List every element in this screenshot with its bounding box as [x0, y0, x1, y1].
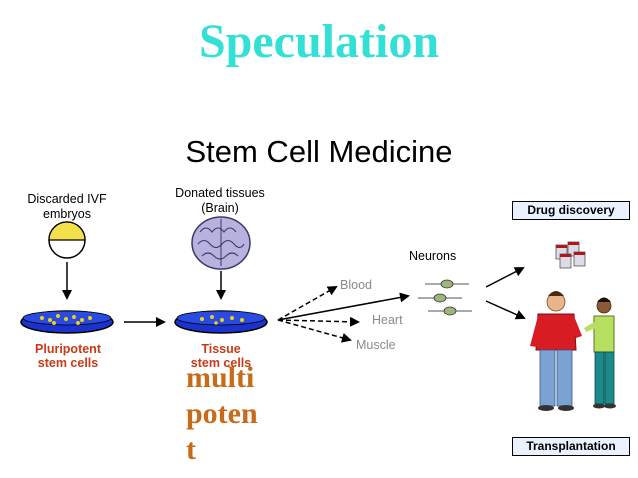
petri-dish-tissue [174, 310, 268, 334]
doctor-figure [584, 297, 616, 409]
arrow-to-neurons [277, 292, 410, 321]
pluripotent-label-line2: stem cells [37, 356, 99, 370]
annotation-line3: t [186, 433, 196, 466]
tissue-stem-cells-label: Tissue stem cells [170, 342, 272, 370]
figure-title: Stem Cell Medicine [185, 134, 453, 169]
arrow-to-transplantation [485, 300, 526, 320]
arrow-to-drug-discovery [485, 267, 525, 288]
drug-vials-icon [555, 241, 586, 269]
petri-dish-pluripotent [20, 310, 114, 334]
neurons-icon [418, 279, 472, 316]
arrow-to-blood [277, 286, 338, 321]
patient-figure [530, 291, 582, 411]
donated-label-line1: Donated tissues [175, 186, 265, 200]
drug-discovery-box: Drug discovery [512, 201, 630, 220]
ivf-label-line1: Discarded IVF [27, 192, 107, 206]
heart-label: Heart [372, 313, 403, 327]
pluripotent-label: Pluripotent stem cells [14, 342, 122, 370]
donated-label-line2: (Brain) [201, 201, 239, 215]
blood-label: Blood [340, 278, 372, 292]
annotation-line1: multi [186, 361, 255, 394]
multipotent-annotation: multi poten t [186, 360, 258, 468]
annotation-line2: poten [186, 397, 258, 430]
transplantation-box: Transplantation [512, 437, 630, 456]
ivf-label: Discarded IVF embryos [12, 192, 122, 222]
arrow-to-muscle [277, 319, 352, 343]
tissue-label-line2: stem cells [190, 356, 252, 370]
slide-title: Speculation [198, 15, 440, 68]
embryo-icon [48, 221, 86, 259]
neurons-label: Neurons [409, 249, 457, 263]
brain-icon [191, 216, 251, 270]
pluripotent-label-line1: Pluripotent [35, 342, 101, 356]
tissue-label-line1: Tissue [201, 342, 241, 356]
donated-tissue-label: Donated tissues (Brain) [158, 186, 282, 216]
ivf-label-line2: embryos [43, 207, 91, 221]
arrow-to-heart [277, 316, 360, 327]
muscle-label: Muscle [356, 338, 396, 352]
